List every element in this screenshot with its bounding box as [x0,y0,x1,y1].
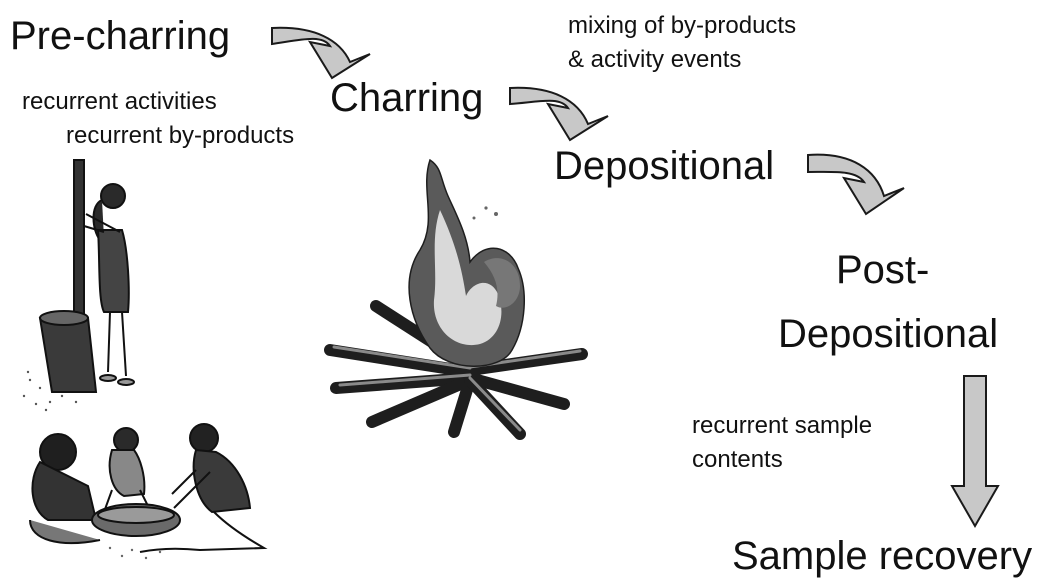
stage-post-depositional-line1: Post- [836,248,930,292]
stage-depositional: Depositional [554,144,775,188]
note-recurrent-by-products: recurrent by-products [66,122,295,149]
stage-post-depositional-line2: Depositional [778,312,999,356]
curved-arrow-3 [807,153,905,216]
curved-arrow-1 [271,26,371,80]
note-recurrent-activities: recurrent activities [22,88,217,115]
down-arrow [950,375,1000,529]
stage-charring: Charring [330,76,484,120]
note-recurrent-sample-line1: recurrent sample [692,412,873,439]
curved-arrow-2 [509,86,609,142]
women-sorting-grain-illustration [29,423,268,560]
note-mixing-line2: & activity events [568,46,742,73]
stage-sample-recovery: Sample recovery [732,534,1033,578]
note-recurrent-sample-line2: contents [692,446,783,473]
woman-pounding-grain-illustration [22,159,135,412]
stage-pre-charring: Pre-charring [10,14,231,58]
note-mixing-line1: mixing of by-products [568,12,797,39]
campfire-illustration [324,158,588,440]
